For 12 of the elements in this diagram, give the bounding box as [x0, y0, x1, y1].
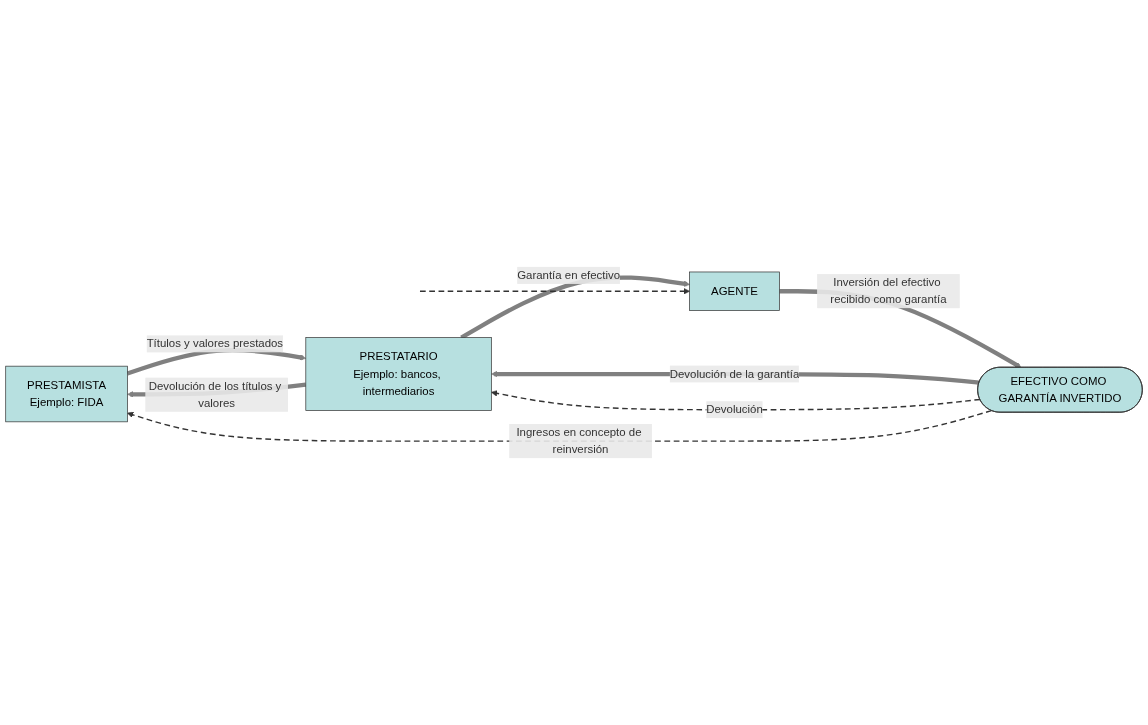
edge-label: Devolución: [706, 403, 763, 416]
edge-label: Ingresos en concepto de reinversión: [516, 426, 642, 456]
arrow: [419, 288, 690, 295]
edge-label: Devolución de la garantía: [669, 367, 800, 380]
arrow: [491, 390, 981, 411]
node-box: PRESTATARIO Ejemplo: bancos, intermediarios: [305, 337, 492, 411]
edge-label: Devolución de los títulos y valores: [148, 379, 282, 409]
node-box: PRESTAMISTA Ejemplo: FIDA: [5, 365, 128, 423]
edge-label: Títulos y valores prestados: [146, 337, 284, 350]
node-box: AGENTE: [689, 271, 780, 311]
edge-label: Inversión del efectivo recibido como garantía: [830, 276, 947, 306]
edge-label: Garantía en efectivo: [517, 268, 621, 282]
